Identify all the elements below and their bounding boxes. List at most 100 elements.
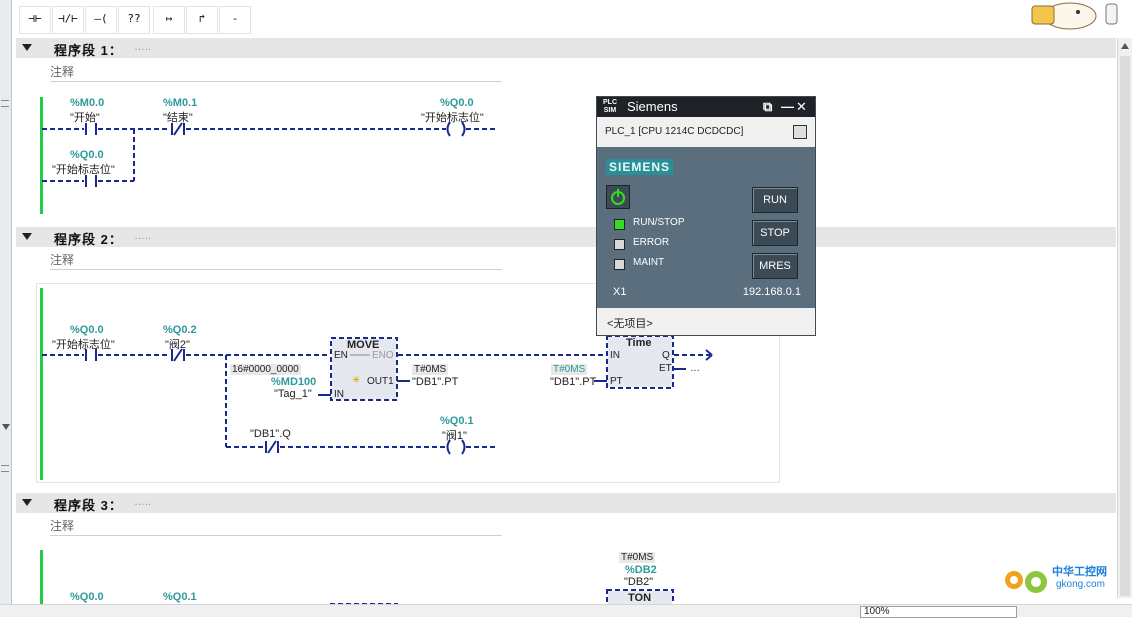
network-3-header[interactable]: 程序段 3： ….. xyxy=(16,493,1116,513)
power-rail xyxy=(40,550,43,606)
close-branch-button[interactable]: ↱ xyxy=(186,6,218,34)
plcsim-title: Siemens xyxy=(627,99,678,114)
contact-address[interactable]: %M0.0 xyxy=(70,97,105,109)
sparkle-icon: ✳ xyxy=(352,375,361,386)
move-in-tag[interactable]: "Tag_1" xyxy=(274,388,312,400)
ton-db-tag[interactable]: "DB2" xyxy=(624,576,654,588)
coil-tag[interactable]: "开始标志位" xyxy=(421,112,484,124)
network-2-header[interactable]: 程序段 2： ….. xyxy=(16,227,1116,247)
coil-tag[interactable]: "阀1" xyxy=(442,430,467,442)
move-out-tag[interactable]: "DB1".PT xyxy=(412,376,459,388)
minimize-icon[interactable]: — xyxy=(781,99,794,114)
left-panel-strip xyxy=(0,0,12,616)
network-dots: ….. xyxy=(134,41,152,53)
collapse-handle[interactable] xyxy=(1,100,9,107)
mascot-cat-icon xyxy=(1031,2,1118,30)
timer-in-pin: IN xyxy=(610,350,620,361)
mres-button[interactable]: MRES xyxy=(752,253,798,279)
contact-address[interactable]: %M0.1 xyxy=(163,97,198,109)
run-stop-led xyxy=(614,219,625,230)
contact-address[interactable]: %Q0.2 xyxy=(163,324,197,336)
open-branch-button[interactable]: ↦ xyxy=(153,6,185,34)
status-bar xyxy=(0,604,1132,617)
collapse-triangle-icon[interactable] xyxy=(22,233,32,240)
plc-name: PLC_1 [CPU 1214C DCDCDC] xyxy=(605,126,744,137)
error-led xyxy=(614,239,625,250)
contact-tag[interactable]: "阀2" xyxy=(165,339,190,351)
power-rail xyxy=(40,288,43,480)
collapse-handle[interactable] xyxy=(1,465,9,472)
power-rail xyxy=(40,97,43,214)
move-en-pin: EN xyxy=(334,350,348,361)
contact-address[interactable]: %Q0.0 xyxy=(70,324,104,336)
no-contact-button[interactable]: ⊣⊢ xyxy=(19,6,51,34)
expand-view-icon[interactable] xyxy=(793,125,807,139)
vertical-scrollbar[interactable] xyxy=(1117,38,1132,598)
run-stop-label: RUN/STOP xyxy=(633,217,685,228)
timer-pt-tag[interactable]: "DB1".PT xyxy=(550,376,597,388)
timer-box-title[interactable]: Time xyxy=(626,337,652,349)
network-title: 程序段 1： xyxy=(54,43,123,58)
network-title: 程序段 2： xyxy=(54,232,123,247)
contact-tag[interactable]: "开始标志位" xyxy=(52,164,115,176)
ton-preset-value[interactable]: T#0MS xyxy=(619,552,656,563)
move-box-title[interactable]: MOVE xyxy=(347,339,380,351)
watermark-line1: 中华工控网 xyxy=(1052,566,1107,578)
gear-icon xyxy=(1005,571,1047,593)
ton-box-title[interactable]: TON xyxy=(628,592,652,604)
contact-address[interactable]: %Q0.0 xyxy=(70,149,104,161)
error-label: ERROR xyxy=(633,237,670,248)
project-name: <无项目> xyxy=(607,318,653,330)
timer-pt-value[interactable]: T#0MS xyxy=(551,364,588,375)
branch-contact-tag[interactable]: "DB1".Q xyxy=(250,428,291,440)
move-out1-pin: OUT1 xyxy=(367,376,394,387)
move-in-pin: IN xyxy=(334,389,344,400)
ton-db-address[interactable]: %DB2 xyxy=(625,564,657,576)
network-comment[interactable]: 注释 xyxy=(50,64,502,82)
contact-tag[interactable]: "结束" xyxy=(163,112,193,124)
move-in-address[interactable]: %MD100 xyxy=(271,376,317,388)
plcsim-window[interactable]: PLC SIM Siemens ⧉ — ✕ PLC_1 [CPU 1214C D… xyxy=(596,96,816,336)
collapse-triangle-icon[interactable] xyxy=(22,499,32,506)
timer-et-value[interactable]: … xyxy=(690,363,700,374)
timer-q-pin: Q xyxy=(662,350,670,361)
nc-contact-button[interactable]: ⊣/⊢ xyxy=(52,6,84,34)
plcsim-logo-icon: PLC SIM xyxy=(603,99,617,114)
maint-label: MAINT xyxy=(633,257,665,268)
coil-address[interactable]: %Q0.0 xyxy=(440,97,474,109)
network-comment[interactable]: 注释 xyxy=(50,252,502,270)
contact-tag[interactable]: "开始" xyxy=(70,112,100,124)
watermark-line2: gkong.com xyxy=(1056,579,1105,590)
contact-address[interactable]: %Q0.0 xyxy=(70,591,104,603)
collapse-triangle-icon[interactable] xyxy=(22,44,32,51)
network-1-header[interactable]: 程序段 1： ….. xyxy=(16,38,1116,58)
move-eno-pin: ENO xyxy=(372,350,394,361)
watermark: 中华工控网 gkong.com xyxy=(1000,560,1120,600)
coil-address[interactable]: %Q0.1 xyxy=(440,415,474,427)
power-button[interactable] xyxy=(606,185,630,209)
stop-button[interactable]: STOP xyxy=(752,220,798,246)
ip-address: 192.168.0.1 xyxy=(742,286,801,298)
move-in-value[interactable]: 16#0000_0000 xyxy=(230,364,301,375)
close-icon[interactable]: ✕ xyxy=(796,99,807,114)
contact-address[interactable]: %Q0.1 xyxy=(163,591,197,603)
plc-info-bar: PLC_1 [CPU 1214C DCDCDC] xyxy=(597,117,815,147)
project-bar[interactable]: <无项目> xyxy=(597,308,815,335)
network-comment[interactable]: 注释 xyxy=(50,518,502,536)
ladder-toolbar: ⊣⊢ ⊣/⊢ –( )– ?? ↦ ↱ -(/)- xyxy=(16,0,1116,49)
siemens-brand-logo: SIEMENS xyxy=(606,159,674,175)
scroll-down-arrow-icon[interactable] xyxy=(2,424,10,430)
contact-tag[interactable]: "开始标志位" xyxy=(52,339,115,351)
timer-et-pin: ET xyxy=(659,363,672,374)
maint-led xyxy=(614,259,625,270)
plcsim-titlebar[interactable]: PLC SIM Siemens ⧉ — ✕ xyxy=(597,97,815,117)
scrollbar-thumb[interactable] xyxy=(1120,56,1130,596)
empty-box-button[interactable]: ?? xyxy=(118,6,150,34)
timer-pt-pin: PT xyxy=(610,376,623,387)
power-icon xyxy=(611,189,625,205)
run-button[interactable]: RUN xyxy=(752,187,798,213)
zoom-select[interactable]: 100% xyxy=(860,606,1017,618)
scroll-up-arrow-icon[interactable] xyxy=(1121,43,1129,49)
restore-icon[interactable]: ⧉ xyxy=(763,99,773,114)
move-out-value[interactable]: T#0MS xyxy=(412,364,449,375)
